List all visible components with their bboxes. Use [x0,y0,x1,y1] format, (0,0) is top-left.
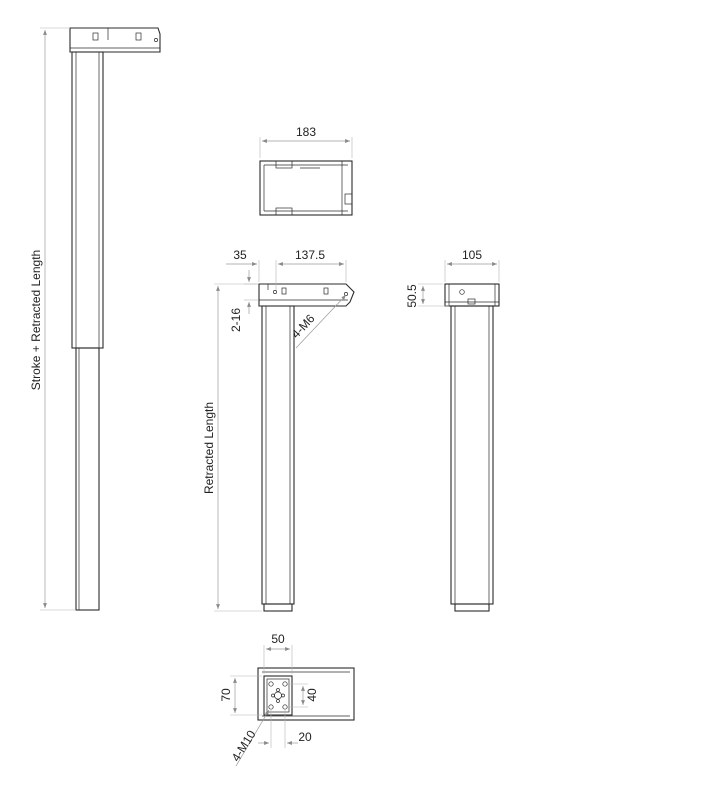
dim-40-label: 40 [305,688,319,702]
dim-70-label: 70 [219,688,233,702]
stroke-retracted-length-label: Stroke + Retracted Length [29,250,43,390]
dim-105-label: 105 [462,248,482,262]
screws-m6-label: 4-M6 [289,311,318,341]
side-view: 105 50.5 [405,248,500,612]
dim-35-label: 35 [233,248,247,262]
retracted-length-label: Retracted Length [202,402,216,494]
dim-20-label: 20 [298,730,312,744]
extended-leg-view: Stroke + Retracted Length [29,27,161,611]
dim-183-label: 183 [296,125,316,139]
dim-2-16-label: 2-16 [229,308,243,332]
retracted-front-view: 35 137.5 2-16 4-M6 Retracted Length [202,248,355,612]
dim-137-5-label: 137.5 [295,248,325,262]
screws-m10-label: 4-M10 [229,727,259,764]
dim-50-label: 50 [271,632,285,646]
bracket-top-view: 183 [259,125,353,216]
dim-50-5-label: 50.5 [405,284,419,308]
bottom-view: 50 70 40 20 4-M10 [219,632,355,767]
